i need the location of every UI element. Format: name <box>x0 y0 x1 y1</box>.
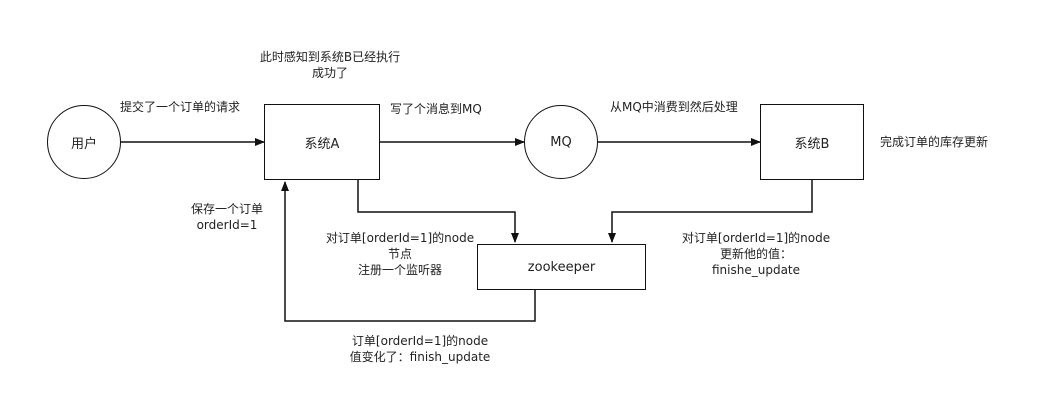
label-top-note: 此时感知到系统B已经执行 成功了 <box>259 50 401 80</box>
node-zookeeper: zookeeper <box>477 244 646 290</box>
label-write-mq: 写了个消息到MQ <box>390 102 482 116</box>
label-save-order: 保存一个订单 orderId=1 <box>190 202 263 232</box>
node-user: 用户 <box>47 105 121 179</box>
edge-system-b-to-zookeeper <box>608 180 813 243</box>
node-system-b: 系统B <box>760 104 864 180</box>
label-register-watch: 对订单[orderId=1]的node 节点 注册一个监听器 <box>325 231 475 277</box>
node-user-label: 用户 <box>70 136 97 152</box>
node-mq: MQ <box>524 105 598 179</box>
node-system-b-label: 系统B <box>794 136 830 152</box>
label-value-changed: 订单[orderId=1]的node 值变化了：finish_update <box>349 334 491 364</box>
node-mq-label: MQ <box>550 134 572 150</box>
label-consume-mq: 从MQ中消费到然后处理 <box>610 100 738 114</box>
node-system-a: 系统A <box>264 104 380 180</box>
node-system-a-label: 系统A <box>304 136 340 152</box>
node-zookeeper-label: zookeeper <box>527 259 596 275</box>
label-submit-order: 提交了一个订单的请求 <box>120 100 241 114</box>
label-complete-stock: 完成订单的库存更新 <box>880 135 989 149</box>
edge-system-a-to-zookeeper <box>357 180 519 243</box>
edge-zookeeper-to-system-a <box>281 181 536 322</box>
label-update-value: 对订单[orderId=1]的node 更新他的值： finishe_updat… <box>681 231 831 277</box>
